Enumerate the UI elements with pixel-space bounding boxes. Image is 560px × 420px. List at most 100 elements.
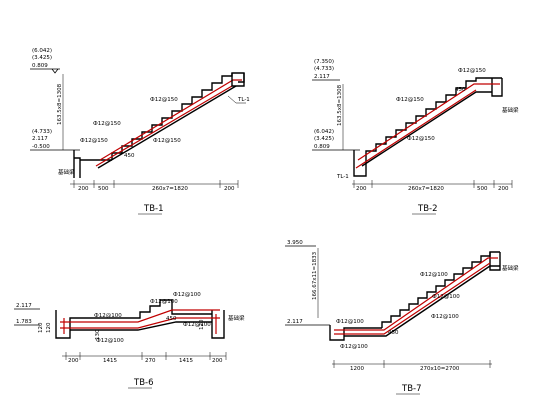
tb2-elev-top-1: (7.350)	[314, 59, 334, 65]
tb2-dim-3: 500	[477, 186, 488, 192]
tb2-elev-bot-2: (3.425)	[314, 136, 334, 142]
tb7-elev-bot: 2.117	[287, 319, 303, 325]
tb7-dim-2: 270x10=2700	[420, 366, 460, 372]
tb1-elev-bot-1: (4.733)	[32, 129, 52, 135]
tb2-side-label: 基础梁	[502, 106, 519, 114]
tb2-rebar-label-mid: Ф12@150	[396, 97, 424, 103]
tb7-stair-profile	[381, 251, 500, 328]
tb2-vertical-dim: 163.5x8=1308	[337, 84, 343, 126]
tb2-title: TB-2	[417, 204, 438, 214]
tb2-bottom-beam	[353, 150, 367, 177]
tb1-elev-top-3: 0.809	[32, 63, 48, 69]
tb1-rebar-label-top: Ф12@150	[150, 97, 178, 103]
tb7-rebar-label-mid: Ф12@100	[432, 294, 460, 300]
tb1-elev-bot-2: 2.117	[32, 136, 48, 142]
tb6-stair-soffit	[70, 321, 212, 331]
panel-tb6: 2.117 1.783 120 120 130 120 Ф12@100 Ф12@…	[14, 292, 245, 389]
tb6-vert-1: 120	[38, 322, 44, 333]
tb1-rebar-top	[99, 79, 242, 161]
tb1-stair-soffit	[97, 85, 237, 169]
tb2-stair-soffit	[361, 91, 492, 167]
panel-tb7: 3.950 166.67x11=1833 2.117 Ф12@100 Ф12@1…	[285, 240, 519, 395]
tb2-elev-bot-1: (6.042)	[314, 129, 334, 135]
tb6-vert-4: 120	[199, 319, 205, 330]
tb1-vertical-dim: 163.5x8=1308	[57, 83, 63, 125]
tb2-rebar-label-bot: Ф12@150	[407, 136, 435, 142]
tb2-dim-4: 200	[498, 186, 509, 192]
tb1-rebar-label-mid: Ф12@150	[93, 121, 121, 127]
tb1-beam-leader	[227, 95, 246, 104]
tb6-rebar-4: Ф12@100	[96, 338, 124, 344]
tb7-rebar-top	[334, 257, 498, 331]
tb1-title: TB-1	[143, 204, 164, 214]
tb2-dim-line	[352, 180, 513, 188]
tb1-side-label: 基础梁	[58, 168, 75, 176]
tb6-right-beam	[211, 310, 225, 339]
panel-tb2: (7.350) (4.733) 2.117 163.5x8=1308 (6.04…	[312, 59, 519, 215]
tb6-dim-2: 1415	[103, 358, 117, 364]
tb6-elev-2: 1.783	[16, 319, 32, 325]
tb1-stair-profile	[111, 72, 245, 160]
tb2-top-beam	[491, 78, 503, 97]
tb1-dim-line	[70, 180, 239, 188]
tb7-stair-soffit	[344, 265, 500, 337]
tb1-landing-beam	[73, 150, 81, 178]
tb7-dim-line	[332, 360, 492, 368]
tb2-beam-label: TL-1	[336, 174, 349, 180]
tb7-rebar-label-bot: Ф12@100	[431, 314, 459, 320]
tb6-rebar-top	[60, 309, 220, 323]
tb1-top-beam	[231, 73, 245, 87]
tb6-stair-profile	[55, 299, 212, 339]
tb2-elev-bot-3: 0.809	[314, 144, 330, 150]
tb6-title: TB-6	[133, 378, 154, 388]
tb1-elev-bot-3: -0.500	[32, 144, 50, 150]
tb6-rebar-1: Ф12@100	[94, 313, 122, 319]
tb1-rebar-label-low: Ф12@150	[153, 138, 181, 144]
tb2-dim-450: 450	[455, 87, 466, 93]
tb7-rebar-bottom	[334, 262, 491, 335]
tb6-rebar-bottom	[60, 317, 220, 329]
tb6-rebar-3: Ф12@100	[173, 292, 201, 298]
tb7-top-beam	[489, 252, 501, 271]
tb2-rebar-top	[357, 83, 500, 161]
tb6-elev-1: 2.117	[16, 303, 32, 309]
tb1-beam-label: TL-1	[237, 97, 250, 103]
tb6-rebar-2: Ф12@100	[150, 299, 178, 305]
tb1-rebar-label-bot: Ф12@150	[80, 138, 108, 144]
tb1-dim-3: 260x7=1820	[152, 186, 188, 192]
tb1-dim-450: 450	[124, 153, 135, 159]
tb6-dim-line	[62, 352, 227, 360]
tb2-elev-top-2: (4.733)	[314, 66, 334, 72]
tb2-dim-1: 200	[356, 186, 367, 192]
tb1-elev-top-marker	[30, 68, 60, 74]
tb2-rebar-label-top: Ф12@150	[458, 68, 486, 74]
tb6-dim-3: 270	[145, 358, 156, 364]
tb7-rebar-label-low-1: Ф12@100	[336, 319, 364, 325]
tb7-elev-top: 3.950	[287, 240, 303, 246]
tb7-rebar-label-top: Ф12@100	[420, 272, 448, 278]
tb7-landing	[329, 325, 382, 341]
tb7-dim-450: 450	[388, 330, 399, 336]
tb7-vertical-dim: 166.67x11=1833	[312, 251, 318, 300]
tb6-vert-3: 130	[95, 329, 101, 340]
tb1-dim-2: 500	[98, 186, 109, 192]
tb7-rebar-label-low-2: Ф12@100	[340, 344, 368, 350]
tb7-title: TB-7	[401, 384, 422, 394]
tb1-dim-1: 200	[78, 186, 89, 192]
tb6-side-label: 基础梁	[228, 314, 245, 322]
tb6-dim-1: 200	[68, 358, 79, 364]
tb6-vert-2: 120	[46, 322, 52, 333]
tb6-rebar-5: Ф12@100	[183, 322, 211, 328]
tb6-dim-450: 450	[166, 316, 177, 322]
tb7-side-label: 基础梁	[502, 264, 519, 272]
tb1-rebar-bottom	[95, 85, 233, 167]
tb2-rebar-bottom	[355, 89, 477, 169]
panel-tb1: (6.042) (3.425) 0.809 163.5x8=1308 (4.73…	[30, 48, 250, 215]
tb6-dim-5: 200	[212, 358, 223, 364]
tb1-elev-top-2: (3.425)	[32, 55, 52, 61]
tb2-dim-2: 260x7=1820	[408, 186, 444, 192]
tb1-elev-top-1: (6.042)	[32, 48, 52, 54]
tb2-elev-top-3: 2.117	[314, 74, 330, 80]
tb7-dim-1: 1200	[350, 366, 364, 372]
